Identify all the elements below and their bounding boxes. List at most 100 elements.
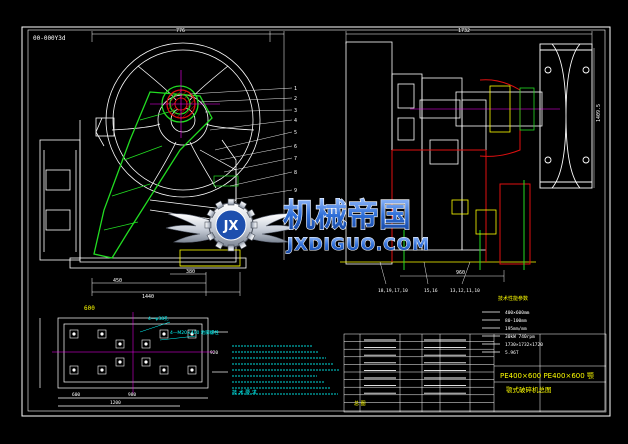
balloon-7: 7 xyxy=(294,156,297,162)
gear-tooth xyxy=(237,200,248,210)
notes-title: 技 术 要 求 xyxy=(232,389,257,396)
dim-front-top: 776 xyxy=(176,28,185,34)
leader-lines-front xyxy=(189,87,293,201)
logo-wings xyxy=(165,213,297,243)
bolt-hole xyxy=(115,339,125,349)
bolt-hole xyxy=(69,365,79,375)
balloon-side-1: 15,16 xyxy=(424,288,438,294)
plan-view: 600 4—φ38孔 4—M20×400 地脚螺栓 920 600 980 12… xyxy=(39,305,228,407)
balloon-8: 8 xyxy=(294,170,297,176)
balloon-side-0: 18,19,17,10 xyxy=(378,288,408,294)
main-shaft xyxy=(410,85,560,133)
title-block: PE400×600 PE400×600 颚 颚式破碎机总图 总 图 xyxy=(343,333,607,413)
gear-tooth xyxy=(250,221,258,229)
balloons-side: 18,19,17,10 15,16 13,12,11,10 xyxy=(378,288,480,294)
bolt-hole xyxy=(97,365,107,375)
flywheel-side xyxy=(539,43,593,189)
technical-requirements: 技 术 要 求 xyxy=(232,345,340,396)
bolt-hole-center xyxy=(118,360,122,364)
gear-tooth xyxy=(214,200,225,210)
spec-panel: 技术性能参数 400×600mm 80-100mm 195mm/mm 30kW 740… xyxy=(482,295,543,356)
gear-tooth xyxy=(227,198,235,206)
gear-tooth xyxy=(237,240,248,250)
balloons-front: 1 2 3 4 5 6 7 8 9 xyxy=(294,86,297,194)
bolt-hole xyxy=(69,329,79,339)
dim-plan-bottom-1: 600 xyxy=(72,392,80,398)
balloon-1: 1 xyxy=(294,86,297,92)
crusher-frame xyxy=(39,117,247,269)
balloon-2: 2 xyxy=(294,96,297,102)
spec-value: 30kW 740rpm xyxy=(505,334,535,340)
side-bolts xyxy=(403,180,525,270)
bolt-hole xyxy=(97,329,107,339)
bolt-hole xyxy=(187,329,197,339)
dim-plan-bottom-2: 980 xyxy=(128,392,136,398)
bolt-hole-center xyxy=(118,342,122,346)
gear-tooth xyxy=(246,231,256,242)
bolt-hole-center xyxy=(162,332,166,336)
balloon-side-2: 13,12,11,10 xyxy=(450,288,480,294)
spec-value: 1730×1732×1720 xyxy=(505,342,543,348)
bolt-hole xyxy=(159,365,169,375)
bolt-hole xyxy=(141,357,151,367)
plan-leaders xyxy=(139,321,197,341)
bolt-hole xyxy=(141,339,151,349)
title-sheet: 总 图 xyxy=(354,400,366,407)
dim-plan-bottom-3: 1200 xyxy=(110,400,121,406)
dim-base-mid: 380 xyxy=(186,269,195,275)
bolt-hole xyxy=(115,357,125,367)
side-yellow-parts xyxy=(451,199,497,235)
balloon-6: 6 xyxy=(294,144,297,150)
logo-gear: JX xyxy=(204,198,258,252)
watermark: JX 机械帝国 JXDIGUO.COM xyxy=(165,195,430,256)
spec-value: 195mm/mm xyxy=(505,326,527,332)
balloon-9: 9 xyxy=(294,188,297,194)
bolt-hole xyxy=(187,365,197,375)
bolt-hole-center xyxy=(190,368,194,372)
bolt-hole-center xyxy=(144,342,148,346)
bolt-hole-center xyxy=(190,332,194,336)
spec-value: 5.96T xyxy=(505,350,519,356)
gear-tooth xyxy=(246,208,256,219)
gear-tooth xyxy=(214,240,225,250)
bolt-hole-center xyxy=(100,332,104,336)
bolt-hole xyxy=(159,329,169,339)
dim-base-total: 1440 xyxy=(142,294,154,300)
sheet-code: 00-000Y3d xyxy=(33,35,66,42)
parts-table-border xyxy=(343,333,607,413)
dim-side-top: 1732 xyxy=(458,28,470,34)
balloon-3: 3 xyxy=(294,108,297,114)
eccentric-hub xyxy=(150,70,220,138)
dim-side-height: 1409.5 xyxy=(596,104,602,122)
front-view: 776 xyxy=(39,28,297,300)
leader-lines-side xyxy=(379,261,505,285)
bolt-hole-center xyxy=(100,368,104,372)
bolt-hole-center xyxy=(144,360,148,364)
bolt-hole-center xyxy=(72,332,76,336)
plan-note-bolts: 4—M20×400 地脚螺栓 xyxy=(170,329,219,336)
logo-letters: JX xyxy=(223,219,239,234)
spec-value: 80-100mm xyxy=(505,318,527,324)
gear-tooth xyxy=(206,208,216,219)
balloon-5: 5 xyxy=(294,130,297,136)
watermark-cn: 机械帝国 xyxy=(283,196,411,234)
title-name: 颚式破碎机总图 xyxy=(506,385,552,394)
flywheel xyxy=(105,42,261,198)
gear-tooth xyxy=(206,231,216,242)
title-model: PE400×600 PE400×600 颚 xyxy=(500,372,594,380)
dim-plan-right: 920 xyxy=(210,350,218,356)
bolt-hole-center xyxy=(72,368,76,372)
sheet-frame xyxy=(21,26,611,417)
plan-view-label: 600 xyxy=(84,305,95,312)
balloon-4: 4 xyxy=(294,118,297,124)
dim-base-left: 450 xyxy=(113,278,122,284)
spec-value: 400×600mm xyxy=(505,310,530,316)
dim-side-base: 960 xyxy=(456,270,465,276)
plan-bolt-holes xyxy=(69,329,197,375)
dims-front-bottom xyxy=(91,272,241,296)
side-view: 1732 1409.5 xyxy=(340,28,602,294)
watermark-en: JXDIGUO.COM xyxy=(286,235,430,255)
spec-title: 技术性能参数 xyxy=(498,295,528,302)
gear-tooth xyxy=(204,221,212,229)
